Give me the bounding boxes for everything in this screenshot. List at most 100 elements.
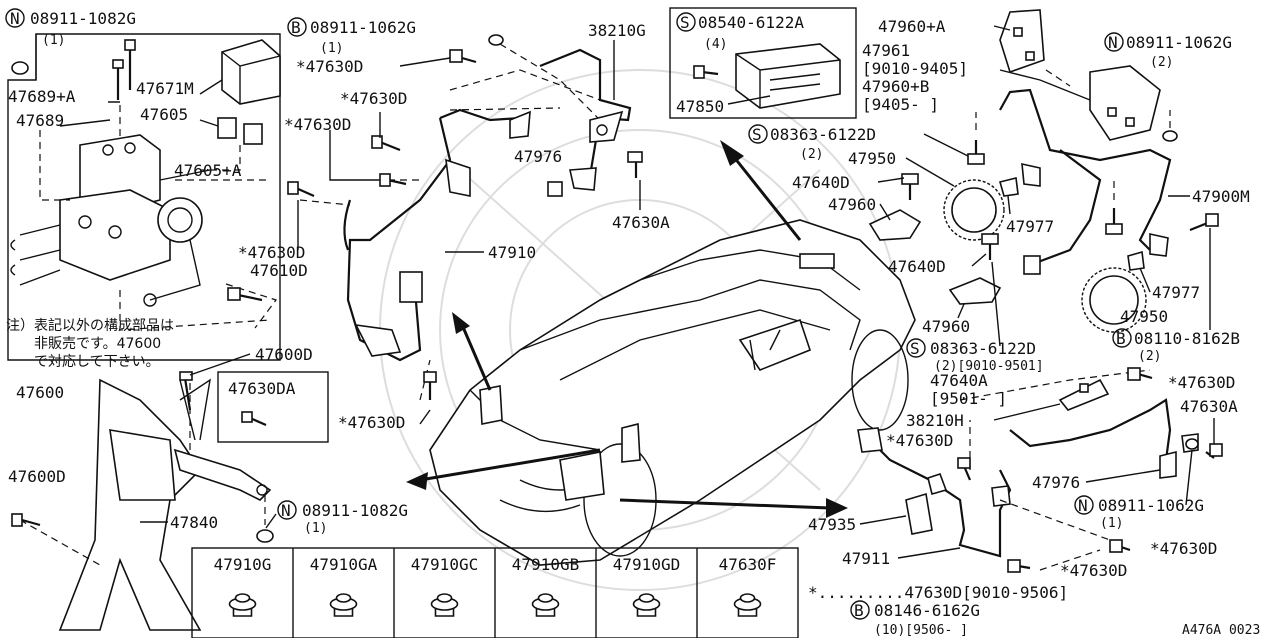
clip-icon <box>733 593 762 617</box>
clip-part-label: 47910GD <box>613 555 680 574</box>
label-47630d-c: *47630D <box>284 115 351 134</box>
label-47640d-mid: 47640D <box>888 257 946 276</box>
label-47630d-r3: *47630D <box>1150 539 1217 558</box>
front-sensor-harness-47910 <box>287 34 601 401</box>
clip-part-label: 47910GA <box>310 555 378 574</box>
label-n-08911-1082g-bottom: 08911-1082G <box>302 501 408 520</box>
circle-n-prefix: N <box>1108 33 1118 52</box>
abs-actuator-body <box>10 134 211 307</box>
clip-icon <box>632 593 661 617</box>
label-47630d-r2: *47630D <box>886 431 953 450</box>
label-47630d-r1: *47630D <box>1168 373 1235 392</box>
label-qty: (1) <box>320 41 343 56</box>
label-qty: (2) <box>800 147 823 162</box>
rear-sensor-group <box>868 9 1219 333</box>
footnote-47630d-range: *.........47630D[9010-9506] <box>808 583 1068 602</box>
circle-b-prefix: B <box>1116 329 1126 348</box>
label-47630a-top: 47630A <box>612 213 670 232</box>
label-47605a: 47605+A <box>174 161 242 180</box>
car-body-illustration <box>429 219 916 566</box>
label-qty: (2) <box>1150 55 1173 70</box>
clip-icon <box>228 593 257 617</box>
label-47600d-mid: 47600D <box>255 345 313 364</box>
label-47689a: 47689+A <box>8 87 76 106</box>
label-47630d-r4: *47630D <box>1060 561 1127 580</box>
label-47960b-range: [9405- ] <box>862 95 939 114</box>
abs-actuator-group <box>7 33 281 361</box>
label-47640d-top: 47640D <box>792 173 850 192</box>
clip-icon <box>329 593 358 617</box>
relay-47671m <box>221 39 281 105</box>
label-38210g: 38210G <box>588 21 646 40</box>
label-qty: (1) <box>1100 516 1123 531</box>
label-47671m: 47671M <box>136 79 194 98</box>
relay-47605b <box>243 123 263 145</box>
label-n-08911-1062g-lower: 08911-1062G <box>1098 496 1204 515</box>
label-47911: 47911 <box>842 549 890 568</box>
box-controller-47850 <box>669 7 857 119</box>
label-qty: (1) <box>304 521 327 536</box>
label-s-08363-6122d-bottom: 08363-6122D <box>930 339 1036 358</box>
label-47961: 47961 <box>862 41 910 60</box>
box-47630da <box>217 371 329 443</box>
circle-s-prefix: S <box>910 339 920 358</box>
label-qty: (2)[9010-9501] <box>934 359 1044 374</box>
label-n-08911-1062g-right: 08911-1062G <box>1126 33 1232 52</box>
clip-icon <box>430 593 459 617</box>
label-47910: 47910 <box>488 243 536 262</box>
label-47977-mid: 47977 <box>1152 283 1200 302</box>
clip-part-label: 47910GC <box>411 555 478 574</box>
circle-b-prefix: B <box>291 18 301 37</box>
label-47960a: 47960+A <box>878 17 946 36</box>
circle-n-prefix: N <box>10 9 20 28</box>
label-qty: (1) <box>42 33 65 48</box>
label-47977-top: 47977 <box>1006 217 1054 236</box>
label-47640a-range: [9501- ] <box>930 389 1007 408</box>
label-qty: (4) <box>704 37 727 52</box>
circle-s-prefix: S <box>680 13 690 32</box>
label-47640a: 47640A <box>930 371 988 390</box>
label-38210h: 38210H <box>906 411 964 430</box>
circle-n-prefix: N <box>281 501 291 520</box>
label-47630d-e: *47630D <box>338 413 405 432</box>
bracket-38210g <box>449 48 643 197</box>
arrows <box>406 140 848 518</box>
label-47600d-left: 47600D <box>8 467 66 486</box>
relay-47605a <box>217 117 237 139</box>
label-47961-range: [9010-9405] <box>862 59 968 78</box>
circle-n-prefix: N <box>1078 496 1088 515</box>
label-n-08911-1082g-top: 08911-1082G <box>30 9 136 28</box>
label-47850: 47850 <box>676 97 724 116</box>
label-47976-top: 47976 <box>514 147 562 166</box>
footnote-08146-6162g-qty: (10)[9506- ] <box>874 623 968 638</box>
label-s-08363-6122d-top: 08363-6122D <box>770 125 876 144</box>
bracket-47840 <box>11 371 274 631</box>
label-s-08540-6122a: 08540-6122A <box>698 13 804 32</box>
label-qty: (2) <box>1138 349 1161 364</box>
label-47605: 47605 <box>140 105 188 124</box>
circle-b-prefix: B <box>854 601 864 620</box>
label-47630d-b: *47630D <box>340 89 407 108</box>
label-47630d-a: *47630D <box>296 57 363 76</box>
diagram-code: A476A 0023 <box>1182 623 1260 638</box>
circle-s-prefix: S <box>752 125 762 144</box>
label-47630da: 47630DA <box>228 379 296 398</box>
label-b-08110-8162b: 08110-8162B <box>1134 329 1240 348</box>
label-47960b: 47960+B <box>862 77 929 96</box>
note-line-1: 注）表記以外の構成部品は <box>6 317 174 334</box>
label-47610d: 47610D <box>250 261 308 280</box>
label-47960-top: 47960 <box>828 195 876 214</box>
clip-part-label: 47910G <box>214 555 272 574</box>
label-47630d-d: *47630D <box>238 243 305 262</box>
label-47689: 47689 <box>16 111 64 130</box>
note-line-3: で対応して下さい。 <box>34 354 160 370</box>
label-47950-top: 47950 <box>848 149 896 168</box>
label-b-08911-1062g: 08911-1062G <box>310 18 416 37</box>
label-47976-right: 47976 <box>1032 473 1080 492</box>
footnote-08146-6162g: 08146-6162G <box>874 601 980 620</box>
label-47600: 47600 <box>16 383 64 402</box>
note-line-2: 非販売です。47600 <box>34 336 161 352</box>
circle-n-marker <box>5 8 25 28</box>
clip-icon <box>531 593 560 617</box>
label-47630a-right: 47630A <box>1180 397 1238 416</box>
